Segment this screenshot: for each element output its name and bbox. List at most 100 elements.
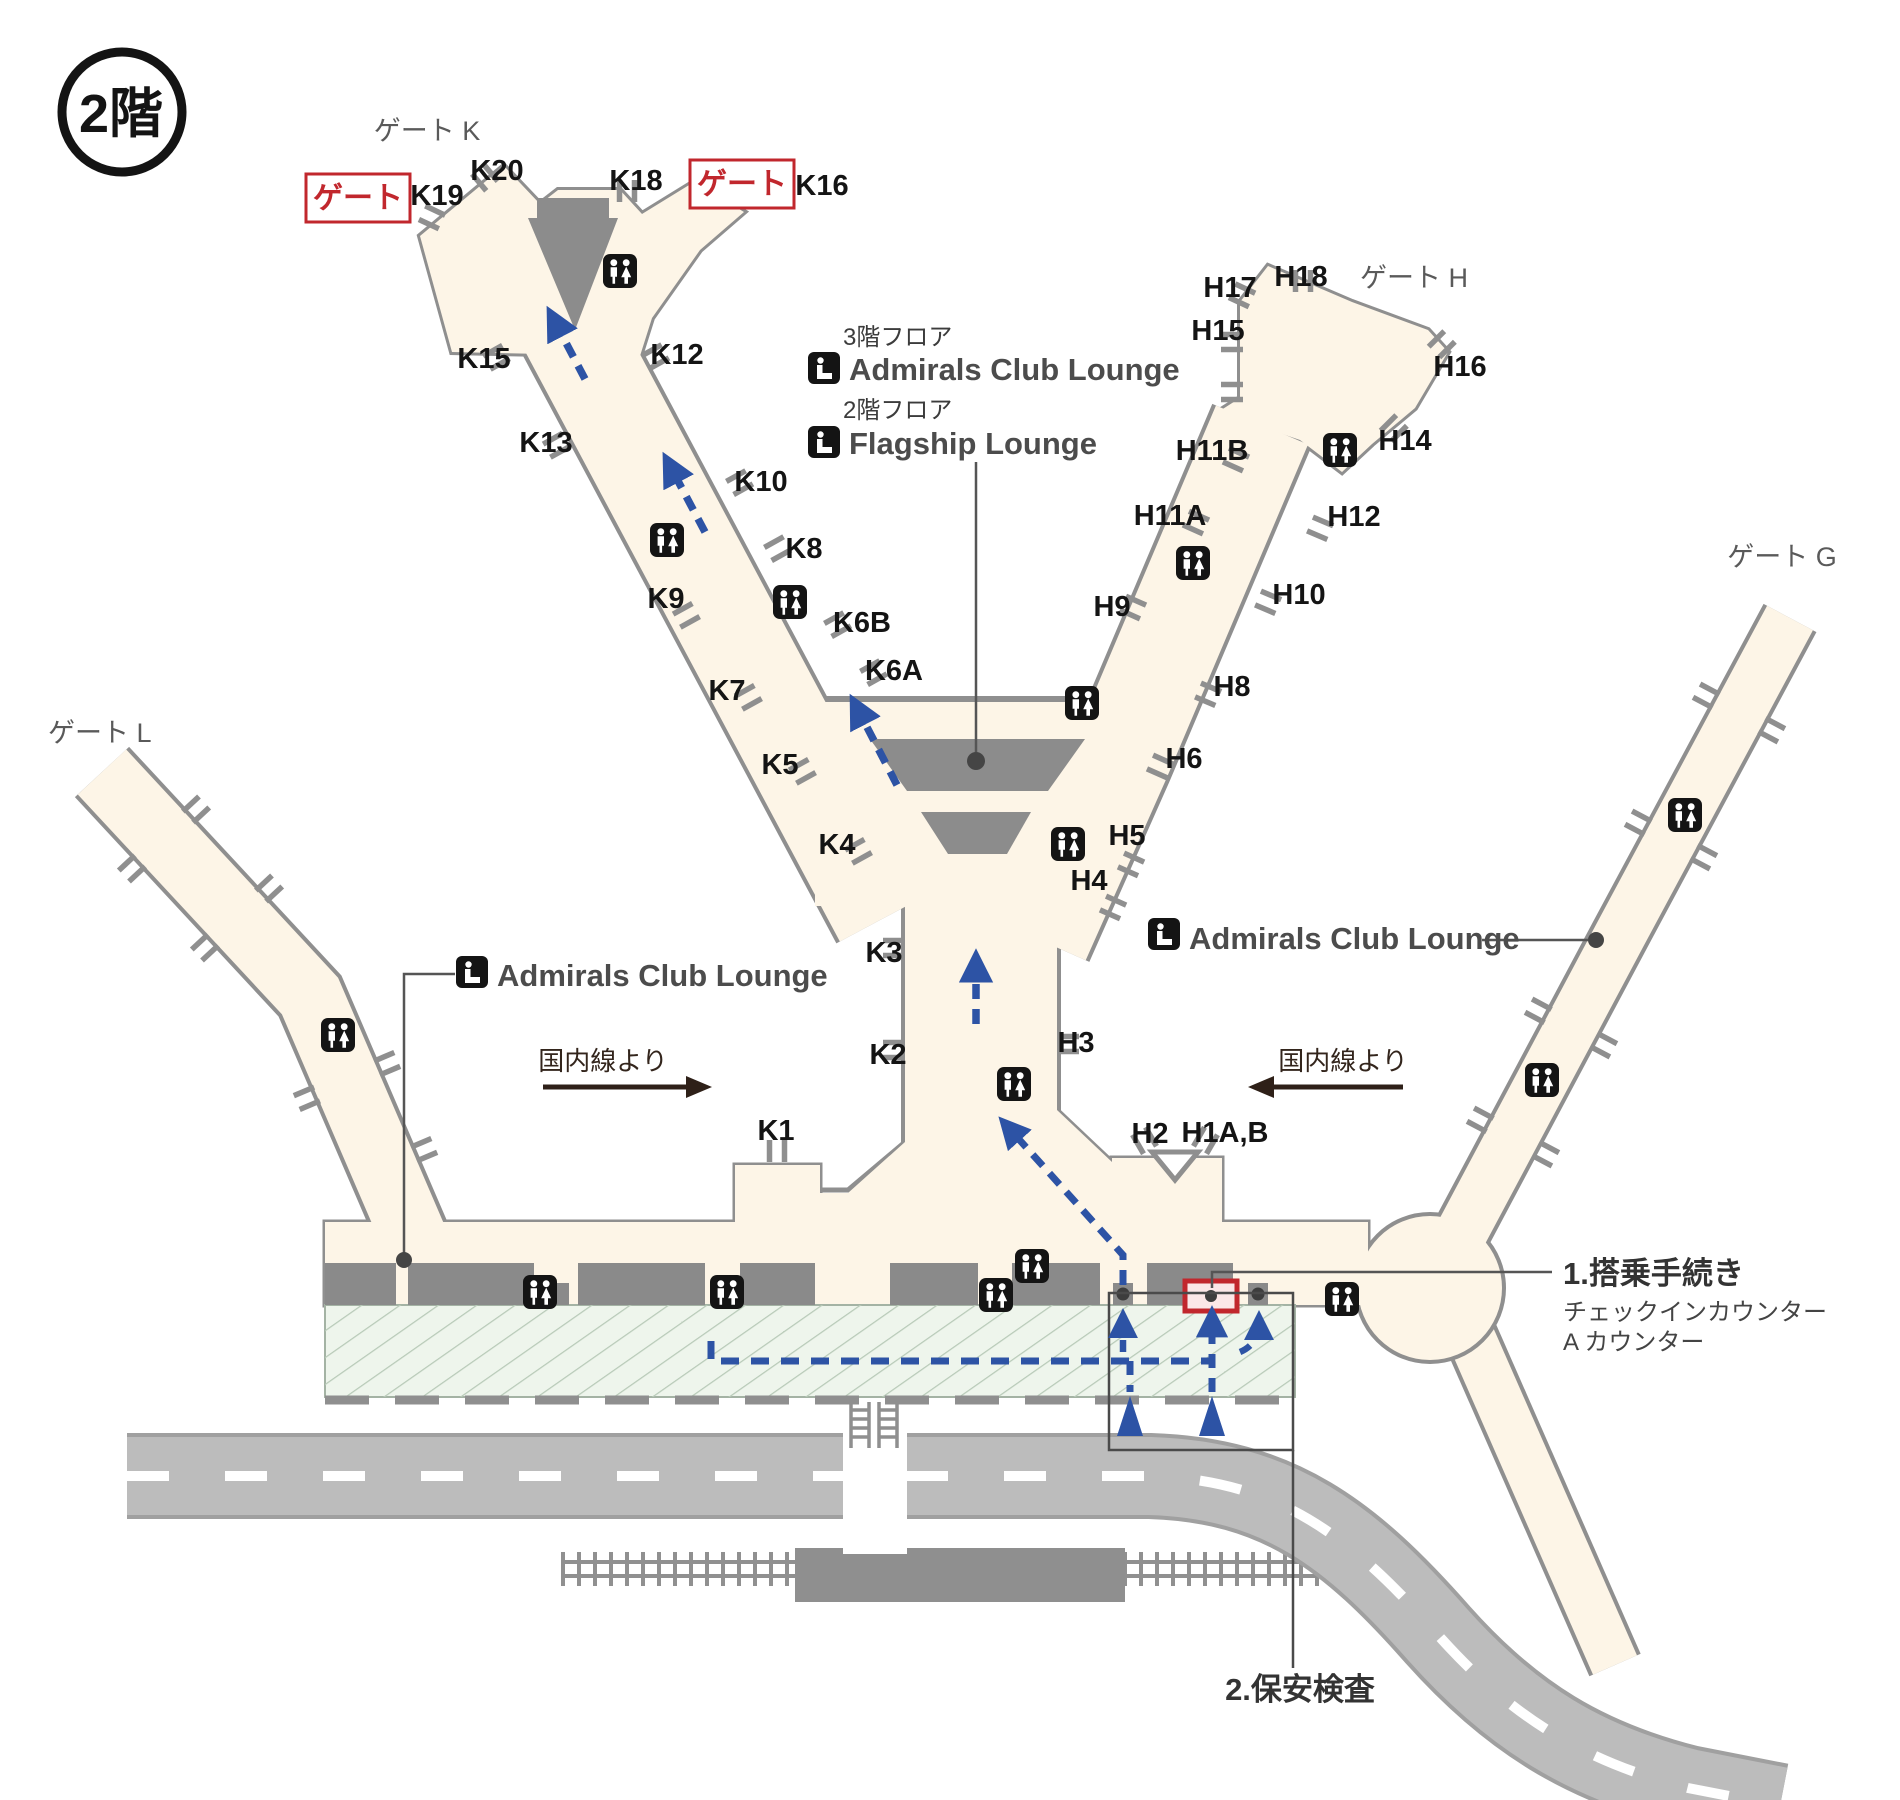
- area-label-gate-h: ゲート H: [1360, 263, 1468, 293]
- lounge-chair-icon: [456, 956, 488, 988]
- gate-tick: [200, 943, 220, 963]
- lounge-admirals-left: Admirals Club Lounge: [497, 958, 828, 993]
- gate-tick: [1311, 514, 1335, 529]
- gate-tick: [127, 864, 147, 884]
- gate-tick: [1227, 445, 1251, 460]
- gate-tick: [671, 601, 694, 617]
- gate-tick: [189, 932, 210, 952]
- callout-dots: [396, 752, 1604, 1268]
- security-area-outline: [1107, 1291, 1295, 1452]
- gate-tick: [1764, 715, 1787, 732]
- gate-tick: [1181, 522, 1205, 537]
- gate-tick: [1426, 329, 1447, 349]
- lounge-chair-icon: [808, 352, 840, 384]
- gate-tick: [1389, 423, 1409, 444]
- gate-tick: [1145, 766, 1169, 781]
- gate-tick: [116, 853, 137, 873]
- gate-label-h18: H18: [1274, 261, 1327, 293]
- gate-label-k2: K2: [869, 1039, 906, 1071]
- domestic-transfer-arrows: [543, 1076, 1403, 1098]
- gate-label-h10: H10: [1272, 579, 1325, 611]
- gate-label-k16: K16: [795, 170, 848, 202]
- gate-tick: [1630, 808, 1653, 824]
- gate-tick: [489, 356, 511, 372]
- gate-label-k5: K5: [761, 749, 798, 781]
- gate-tick: [1130, 1133, 1146, 1156]
- gate-tick: [378, 1063, 402, 1078]
- gate-label-h5: H5: [1108, 820, 1145, 852]
- gate-tick: [1124, 593, 1148, 608]
- gate-tick: [1143, 1125, 1159, 1148]
- area-label-gate-l: ゲート L: [48, 718, 152, 748]
- gate-tick: [1116, 864, 1140, 879]
- gate-tick: [372, 1049, 396, 1064]
- road: [127, 1392, 1789, 1800]
- gate-tick: [417, 217, 440, 232]
- gate-tick: [1098, 907, 1122, 922]
- gate-label-h3: H3: [1057, 1027, 1094, 1059]
- gate-tick: [1531, 1153, 1554, 1169]
- gate-tick: [481, 343, 504, 359]
- gate-g-access-stem: [1442, 1318, 1641, 1677]
- area-label-gate-g: ゲート G: [1727, 542, 1837, 572]
- right-arrowhead: [686, 1076, 712, 1098]
- gate-label-k6b: K6B: [833, 607, 891, 639]
- gate-tick: [470, 172, 489, 193]
- gate-label-k18: K18: [609, 165, 662, 197]
- callout-lines: [402, 462, 1588, 1288]
- gate-tick: [1623, 821, 1646, 838]
- toilet-icon: [1015, 1249, 1049, 1283]
- gate-label-h6: H6: [1165, 743, 1202, 775]
- gate-tick: [541, 431, 564, 447]
- lounge-chair-icon: [808, 426, 840, 458]
- toilet-icon: [1323, 433, 1357, 467]
- gate-label-k10: K10: [734, 466, 787, 498]
- gate-tick: [1227, 295, 1250, 310]
- lounge-flagship: Flagship Lounge: [849, 426, 1097, 461]
- gate-label-h1ab: H1A,B: [1181, 1117, 1268, 1149]
- domestic-note-left: 国内線より: [538, 1046, 667, 1076]
- gate-label-h17: H17: [1203, 272, 1256, 304]
- gate-tick: [292, 1084, 316, 1099]
- gate-label-k3: K3: [865, 937, 902, 969]
- gate-tick: [1696, 842, 1719, 859]
- down-funnel-arrow: [528, 218, 618, 330]
- gate-label-k20: K20: [470, 155, 523, 187]
- gate-tick: [733, 683, 756, 699]
- gate-tick: [1199, 680, 1223, 695]
- entrance-arrows: [1117, 1396, 1225, 1436]
- gate-tick: [725, 468, 747, 484]
- gate-tick: [830, 623, 853, 639]
- toilet-icon: [1176, 546, 1210, 580]
- toilet-icon: [773, 585, 807, 619]
- toilet-icon: [321, 1018, 355, 1052]
- toilet-icon: [1668, 798, 1702, 832]
- toilet-icon: [523, 1275, 557, 1309]
- floor-badge-label: 2階: [79, 84, 163, 144]
- gate-label-h8: H8: [1213, 671, 1250, 703]
- toilet-icon: [1051, 827, 1085, 861]
- gate-tick: [851, 850, 873, 866]
- gate-tick: [770, 547, 793, 563]
- road-center-dashes: [906, 1471, 1776, 1800]
- gate-label-k9: K9: [647, 583, 684, 615]
- gate-label-k4: K4: [818, 829, 855, 861]
- railway: [561, 1548, 1319, 1602]
- h1-h2-gate-notch: [1146, 1149, 1204, 1184]
- area-label-gate-k: ゲート K: [374, 116, 481, 146]
- gate-tick: [866, 671, 889, 687]
- lounge-floor2-note: 2階フロア: [843, 397, 952, 424]
- gate-tick: [1191, 1125, 1207, 1148]
- floor-badge: 2階: [57, 47, 187, 177]
- gate-label-k6a: K6A: [865, 655, 923, 687]
- gate-tick: [787, 757, 810, 773]
- gate-tick: [1259, 588, 1283, 603]
- gate-tick: [1193, 694, 1217, 709]
- gate-tick: [1122, 850, 1146, 865]
- gate-tick: [741, 696, 763, 712]
- toilet-icon: [997, 1067, 1031, 1101]
- gate-tick: [191, 805, 212, 825]
- gate-tick: [795, 770, 817, 786]
- step1-title: 1.搭乗手続き: [1563, 1256, 1744, 1291]
